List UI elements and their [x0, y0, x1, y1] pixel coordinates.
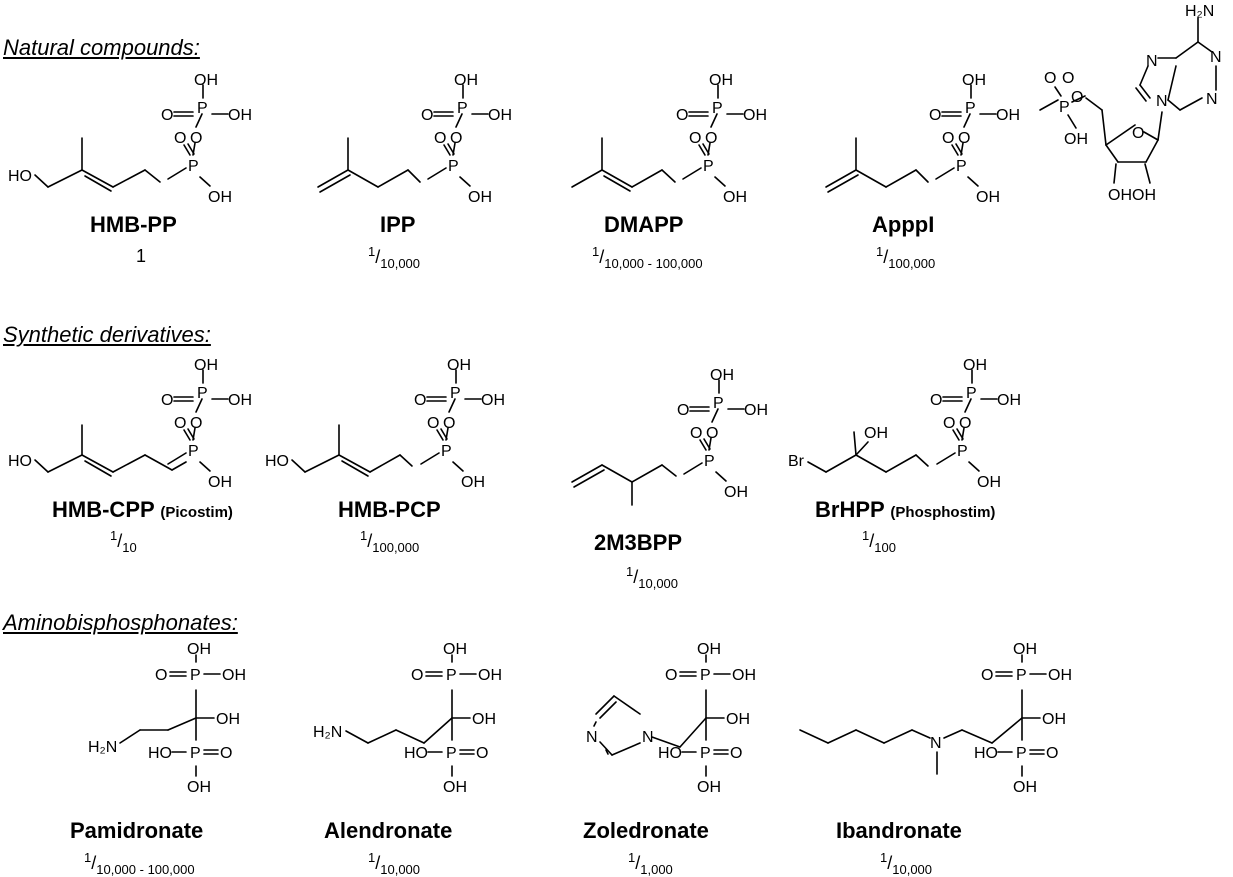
compound-name-label: BrHPP [815, 497, 885, 522]
atom-nitrogen: N [642, 729, 654, 746]
potency-denominator: 10,000 - 100,000 [96, 862, 195, 877]
compound-name-ibandronate: Ibandronate [836, 818, 962, 843]
structure-dmapp [571, 71, 768, 207]
structure-2m3bpp [571, 366, 769, 506]
section-heading-natural: Natural compounds: [3, 35, 200, 60]
potency-ibandronate: 1/10,000 [880, 850, 933, 877]
compound-name-apppi: ApppI [872, 212, 935, 237]
compound-name-hmbcpp: HMB-CPP (Picostim) [52, 497, 233, 523]
structure-apppi: P O O OH O O OHOH N N H₂N N N [825, 3, 1222, 207]
atom-nitrogen: N [1146, 53, 1158, 70]
atom-amine: H₂N [88, 739, 117, 756]
atom-nitrogen: N [1210, 49, 1222, 66]
structure-zoledronate: N N [586, 640, 757, 797]
potency-numerator: 1 [862, 528, 870, 543]
atom-amine: H₂N [1185, 3, 1214, 20]
potency-alendronate: 1/10,000 [368, 850, 421, 877]
potency-numerator: 1 [876, 244, 884, 259]
potency-numerator: 1 [626, 564, 634, 579]
compound-name-hmbpcp: HMB-PCP [338, 497, 441, 522]
atom-amine: H₂N [313, 724, 342, 741]
potency-numerator: 1 [368, 244, 376, 259]
potency-hmbcpp: 1/10 [110, 528, 137, 555]
potency-denominator: 1,000 [640, 862, 673, 877]
atom-hydroxyl: OH [864, 425, 888, 442]
atom-hydroxyl: HO [8, 453, 32, 470]
structure-alendronate: H₂N [313, 640, 503, 797]
compound-name-label: HMB-CPP [52, 497, 155, 522]
potency-denominator: 10,000 - 100,000 [604, 256, 703, 271]
compound-name-hmbpp: HMB-PP [90, 212, 177, 237]
potency-zoledronate: 1/1,000 [628, 850, 673, 877]
atom-oxygen: O [1044, 70, 1056, 87]
atom-nitrogen: N [1206, 91, 1218, 108]
potency-denominator: 10,000 [380, 256, 421, 271]
potency-denominator: 10 [122, 540, 137, 555]
potency-numerator: 1 [360, 528, 368, 543]
potency-numerator: 1 [628, 850, 636, 865]
section-heading-synthetic: Synthetic derivatives: [3, 322, 211, 347]
potency-apppi: 1/100,000 [876, 244, 936, 271]
potency-denominator: 100 [874, 540, 896, 555]
potency-pamidronate: 1/10,000 - 100,000 [84, 850, 195, 877]
compound-name-note: (Picostim) [160, 504, 233, 521]
atom-hydroxyl: HO [265, 453, 289, 470]
potency-hmbpcp: 1/100,000 [360, 528, 420, 555]
potency-denominator: 10,000 [638, 576, 679, 591]
potency-hmbpp: 1 [136, 246, 147, 266]
potency-denominator: 100,000 [888, 256, 936, 271]
potency-brhpp: 1/100 [862, 528, 896, 555]
structure-hmbcpp: HO [8, 356, 253, 492]
potency-dmapp: 1/10,000 - 100,000 [592, 244, 703, 271]
atom-oxygen: O [1132, 125, 1144, 142]
atom-bromine: Br [788, 453, 805, 470]
potency-numerator: 1 [84, 850, 92, 865]
atom-hydroxyl: OHOH [1108, 187, 1156, 204]
potency-denominator: 100,000 [372, 540, 420, 555]
atom-nitrogen: N [930, 735, 942, 752]
section-heading-amino: Aminobisphosphonates: [3, 610, 238, 635]
compound-name-ipp: IPP [380, 212, 416, 237]
compound-name-alendronate: Alendronate [324, 818, 453, 843]
atom-nitrogen: N [1156, 93, 1168, 110]
compound-name-dmapp: DMAPP [604, 212, 684, 237]
potency-numerator: 1 [110, 528, 118, 543]
compound-name-zoledronate: Zoledronate [583, 818, 709, 843]
potency-ipp: 1/10,000 [368, 244, 421, 271]
compound-name-pamidronate: Pamidronate [70, 818, 204, 843]
structure-hmbpp: HO [8, 71, 253, 207]
atom-hydroxyl: HO [8, 168, 32, 185]
atom-hydroxyl: OH [1064, 131, 1088, 148]
atom-nitrogen: N [586, 729, 598, 746]
potency-numerator: 1 [880, 850, 888, 865]
structure-ipp [317, 71, 513, 207]
compound-name-note: (Phosphostim) [890, 504, 996, 521]
atom-phosphorus: P [1059, 99, 1070, 116]
compound-name-2m3bpp: 2M3BPP [594, 530, 683, 555]
structure-hmbpcp: HO [265, 356, 506, 492]
atom-oxygen: O [1071, 89, 1083, 106]
atom-oxygen: O [1062, 70, 1074, 87]
structure-ibandronate: N [799, 640, 1073, 797]
potency-numerator: 1 [368, 850, 376, 865]
potency-denominator: 10,000 [380, 862, 421, 877]
compound-name-brhpp: BrHPP (Phosphostim) [815, 497, 995, 523]
potency-denominator: 10,000 [892, 862, 933, 877]
structure-brhpp: Br OH [788, 356, 1022, 492]
potency-2m3bpp: 1/10,000 [626, 564, 679, 591]
potency-numerator: 1 [592, 244, 600, 259]
structure-pamidronate: H₂N [88, 640, 247, 797]
